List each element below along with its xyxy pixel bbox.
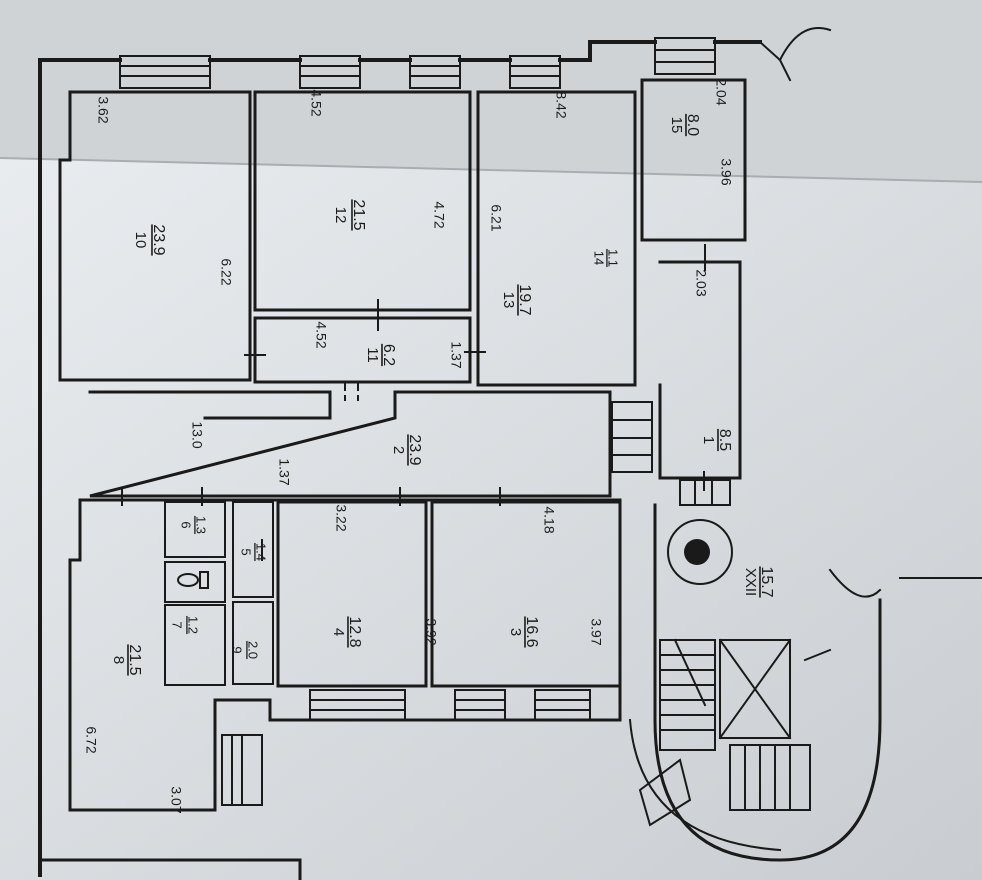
room-1-area: 8.5 [716,429,733,451]
room-15-area: 8.0 [684,114,701,136]
ink-spot [684,539,710,565]
room-2-dimension: 1.37 [276,458,292,485]
room-10-dimension: 3.62 [95,96,111,123]
room-14-area: 1.1 [606,249,621,267]
chimney-circle [667,519,733,585]
room-15-number: 15 [668,117,685,134]
room-9-area: 2.0 [246,641,261,659]
room-13-dimension: 8.42 [553,91,569,118]
room-9-number: 9 [230,646,245,653]
room-4-dimension: 3.22 [333,504,349,531]
room-10-dimension: 6.22 [218,258,234,285]
window-top-3 [409,55,461,89]
room-11-number: 11 [364,347,381,363]
room-14-number: 14 [592,251,607,265]
room-3-walls [430,500,622,688]
window-top-2 [299,55,361,89]
room-4-area: 12.8 [346,616,363,647]
room-6-number: 6 [179,521,194,528]
room-2-dimension: 13.0 [189,421,205,448]
room-12-dimension: 4.52 [308,89,324,116]
paper-fold [0,157,982,183]
window-top-5 [654,37,716,75]
elevator-shaft [719,639,791,739]
room-13-area: 19.7 [516,284,533,315]
room-5-number: 5 [239,548,254,555]
room-4-number: 4 [330,628,347,636]
room-6-area: 1.3 [194,516,209,534]
room-3-area: 16.6 [523,616,540,647]
room-2-area: 23.9 [406,434,423,465]
room-12-dimension: 4.72 [431,201,447,228]
window-bottom-2 [454,689,506,721]
plan-walls [38,27,982,880]
room-1-number: 1 [700,436,717,444]
room-5-area: 1.4 [254,543,269,561]
room-7-area: 1.2 [186,616,201,634]
window-left-lower [221,734,263,806]
room-3-number: 3 [507,628,524,636]
room-13-number: 13 [500,292,517,309]
room-8-number: 8 [110,656,127,664]
window-top-1 [119,55,211,89]
room-XXII-area: 15.7 [758,566,775,597]
room-10-area: 23.9 [150,224,167,255]
entrance-steps [611,401,731,506]
room-10-number: 10 [132,232,149,249]
room-1-dimension: 2.03 [693,269,709,296]
stair-flight [638,638,832,827]
room-2-number: 2 [390,446,407,454]
window-bottom-3 [534,689,591,721]
room-3-dimension: 4.18 [541,506,557,533]
room-4-walls [276,500,428,688]
room-3-dimension: 3.97 [588,618,604,645]
toilet-icon [177,571,209,589]
dimension-ticks [121,244,706,561]
room-11-area: 6.2 [380,344,397,366]
room-8-area: 21.5 [126,644,143,675]
room-11-dimension: 4.52 [313,321,329,348]
window-bottom-1 [309,689,406,721]
room-11-dimension: 1.37 [448,341,464,368]
room-15-dimension: 3.96 [718,158,734,185]
room-12-area: 21.5 [350,199,367,230]
room-8-dimension: 3.07 [168,786,184,813]
room-XXII-number: XXII [742,568,759,596]
paper-sheet [0,158,982,880]
room-15-dimension: 2.04 [713,78,729,105]
room-4-dimension: 3.92 [423,618,439,645]
room-13-dimension: 6.21 [488,204,504,231]
stairwell-walls [653,503,882,862]
room-7-number: 7 [170,621,185,628]
room-8-dimension: 6.72 [83,726,99,753]
window-top-4 [509,55,561,89]
room-12-number: 12 [332,207,349,224]
